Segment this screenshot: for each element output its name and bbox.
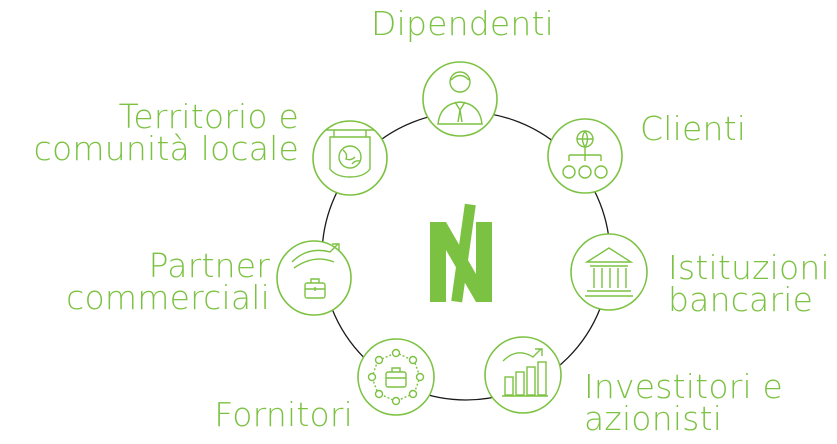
label-fornitori-line-1: Fornitori: [214, 395, 353, 434]
label-investitori: Investitori e azionisti: [584, 367, 784, 438]
label-partner-line-1: Partner: [148, 246, 270, 285]
label-territorio-line-1: Territorio e: [118, 97, 299, 136]
label-dipendenti: Dipendenti: [371, 4, 555, 43]
employee-icon: [437, 71, 483, 125]
node-clienti: [547, 118, 623, 194]
label-istituzioni-line-2: bancarie: [668, 280, 814, 319]
label-partner-line-2: commerciali: [66, 278, 270, 317]
briefcase-arrow-icon: [291, 243, 340, 299]
label-fornitori: Fornitori: [214, 395, 353, 434]
node-territorio: [312, 120, 388, 196]
label-istituzioni-line-1: Istituzioni: [668, 248, 830, 287]
node-partner: [276, 240, 352, 316]
label-investitori-line-1: Investitori e: [584, 367, 784, 406]
node-dipendenti: [422, 61, 498, 137]
growth-chart-icon: [502, 348, 548, 397]
label-istituzioni: Istituzioni bancarie: [668, 248, 830, 319]
network-hierarchy-icon: [562, 130, 608, 179]
label-clienti: Clienti: [640, 109, 747, 148]
label-investitori-line-2: azionisti: [584, 399, 723, 438]
label-clienti-line-1: Clienti: [640, 109, 747, 148]
n-slash-logo-icon: [430, 203, 492, 303]
label-territorio: Territorio e comunità locale: [33, 97, 299, 168]
label-territorio-line-2: comunità locale: [33, 129, 299, 168]
label-partner: Partner commerciali: [66, 246, 270, 317]
node-istituzioni: [570, 233, 648, 311]
bank-icon: [584, 247, 634, 297]
supply-network-icon: [367, 348, 425, 406]
node-fornitori: [357, 338, 435, 416]
label-dipendenti-line-1: Dipendenti: [371, 4, 555, 43]
signboard-globe-icon: [326, 129, 374, 178]
node-investitori: [484, 336, 562, 414]
